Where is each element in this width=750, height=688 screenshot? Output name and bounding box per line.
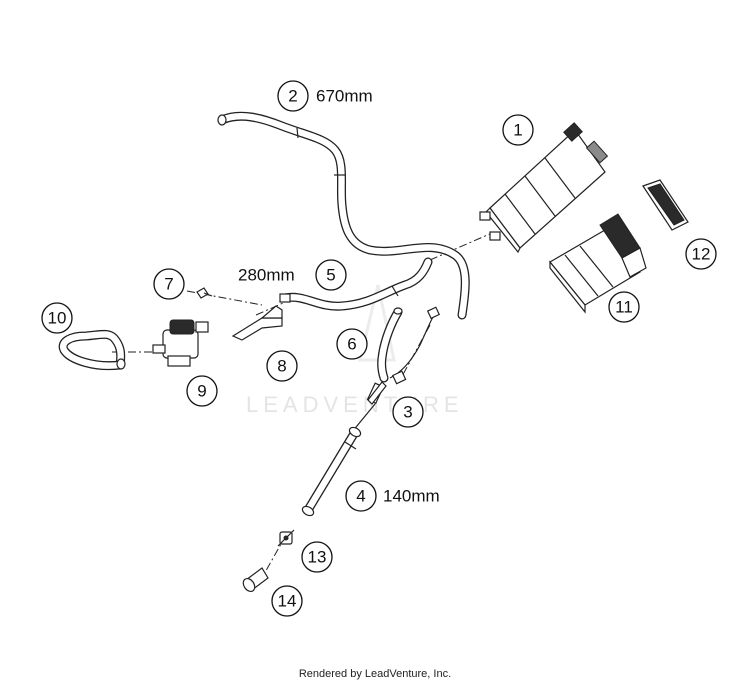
callout-8[interactable]: 8: [266, 350, 298, 382]
callout-4[interactable]: 4: [345, 480, 377, 512]
hose-6: [377, 306, 441, 385]
dimension-670mm: 670mm: [316, 87, 373, 106]
bracket-8: [231, 305, 283, 341]
svg-text:5: 5: [326, 266, 335, 285]
callout-11[interactable]: 11: [608, 291, 640, 323]
footer-credit: Rendered by LeadVenture, Inc.: [298, 668, 452, 680]
watermark-text: LEADVENTURE: [246, 392, 464, 417]
hose-670mm: [217, 111, 470, 320]
callout-13[interactable]: 13: [301, 541, 333, 573]
hose-140mm: [301, 426, 362, 517]
callout-10[interactable]: 10: [41, 302, 73, 334]
hose-280mm: [279, 257, 433, 311]
solenoid-valve: [152, 319, 209, 367]
callout-1[interactable]: 1: [502, 114, 534, 146]
callout-3[interactable]: 3: [392, 396, 424, 428]
svg-text:6: 6: [347, 335, 356, 354]
strap-12: [642, 179, 689, 231]
svg-text:4: 4: [356, 487, 365, 506]
callout-14[interactable]: 14: [271, 585, 303, 617]
callout-9[interactable]: 9: [186, 375, 218, 407]
svg-text:2: 2: [288, 87, 297, 106]
svg-text:13: 13: [308, 548, 327, 567]
svg-text:14: 14: [278, 592, 297, 611]
callout-12[interactable]: 12: [685, 238, 717, 270]
dimension-140mm: 140mm: [383, 487, 440, 506]
dimension-280mm: 280mm: [238, 266, 295, 285]
centerline-hose-6: [399, 324, 431, 381]
svg-text:11: 11: [615, 298, 633, 317]
svg-text:1: 1: [513, 121, 522, 140]
bolt-7: [196, 287, 213, 299]
svg-text:9: 9: [197, 382, 206, 401]
centerline-canister: [429, 232, 493, 261]
watermark-logo-icon: [358, 284, 396, 362]
svg-text:8: 8: [277, 357, 286, 376]
callout-7[interactable]: 7: [153, 268, 185, 300]
callout-6[interactable]: 6: [336, 328, 368, 360]
centerline-bracket: [255, 299, 291, 316]
svg-text:12: 12: [692, 245, 711, 264]
svg-text:10: 10: [48, 309, 67, 328]
callout-5[interactable]: 5: [315, 259, 347, 291]
svg-text:7: 7: [164, 275, 173, 294]
centerline-cap: [257, 534, 287, 586]
cap-14: [242, 567, 269, 593]
clip-13: [277, 529, 295, 547]
hose-10: [58, 329, 126, 371]
canister-cover: [549, 213, 647, 314]
callout-2[interactable]: 2: [277, 80, 309, 112]
svg-text:3: 3: [403, 403, 412, 422]
carbon-canister: [479, 122, 609, 254]
